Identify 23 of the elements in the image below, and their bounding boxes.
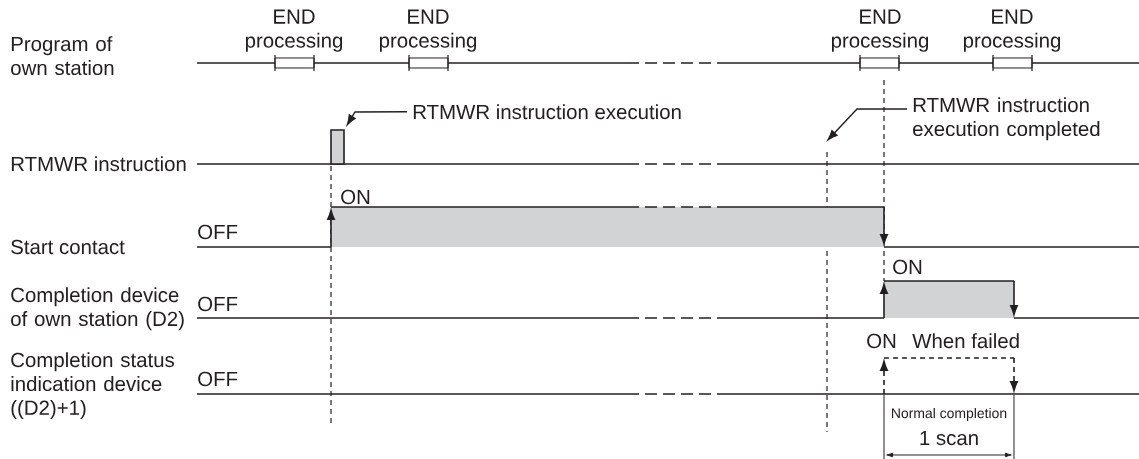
state-label: When failed xyxy=(912,333,1019,349)
dimension-label: 1 scan xyxy=(917,429,981,447)
signal-name: Completion status indication device ((D2)+1) xyxy=(11,352,175,420)
state-label: OFF xyxy=(198,224,238,240)
leader-line xyxy=(346,111,408,126)
signal-name: Start contact xyxy=(11,239,125,255)
leader-line xyxy=(827,108,908,141)
callout-text: RTMWR instruction execution completed xyxy=(913,97,1100,141)
state-label: ON xyxy=(893,259,922,275)
state-label: OFF xyxy=(198,296,238,312)
signal-label: END processing xyxy=(379,9,477,52)
signal-label: END processing xyxy=(245,9,343,52)
signal-label: END processing xyxy=(963,9,1061,52)
signal-name: Program of own station xyxy=(11,36,114,76)
callout-text: RTMWR instruction execution xyxy=(413,104,681,120)
signal-name: Completion device of own station (D2) xyxy=(11,287,184,331)
instruction-pulse xyxy=(330,129,345,165)
timing-note: Normal completion xyxy=(892,407,1007,421)
state-label: OFF xyxy=(198,371,238,387)
signal-name: RTMWR instruction xyxy=(11,156,186,172)
signal-label: END processing xyxy=(831,9,929,52)
state-label: ON xyxy=(867,333,896,349)
state-label: ON xyxy=(341,189,370,205)
